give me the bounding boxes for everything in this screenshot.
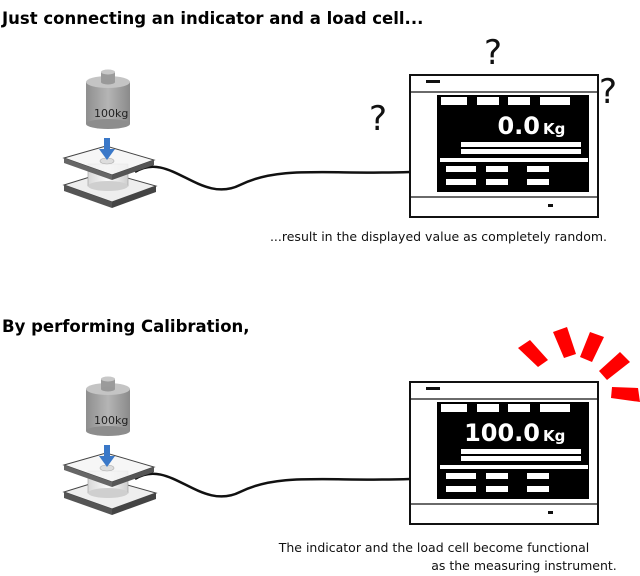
question-mark-icon: ? (599, 72, 617, 112)
display-value: 100.0 (464, 419, 540, 447)
indicator-device: 0.0 Kg (409, 74, 599, 218)
display-unit: Kg (543, 427, 565, 445)
display-value: 0.0 (497, 112, 540, 140)
weight-label: 100kg (94, 414, 128, 427)
section1-caption: ...result in the displayed value as comp… (270, 229, 607, 244)
section-calibrated: By performing Calibration, 100kg 100.0 K… (2, 317, 640, 573)
display-unit: Kg (543, 120, 565, 138)
section1-title: Just connecting an indicator and a load … (1, 9, 423, 28)
load-cell-icon (62, 144, 412, 210)
weight-icon: 100kg (86, 376, 130, 436)
question-mark-icon: ? (369, 99, 387, 139)
section2-title: By performing Calibration, (2, 317, 250, 336)
load-cell-icon (62, 451, 412, 517)
down-arrow-icon (99, 138, 115, 160)
success-burst-icon (518, 327, 640, 402)
section2-caption-line1: The indicator and the load cell become f… (278, 540, 590, 555)
weight-label: 100kg (94, 107, 128, 120)
indicator-device: 100.0 Kg (409, 381, 599, 525)
weight-icon: 100kg (86, 69, 130, 129)
question-mark-icon: ? (484, 33, 502, 73)
section2-caption-line2: as the measuring instrument. (431, 558, 617, 573)
down-arrow-icon (99, 445, 115, 467)
section-uncalibrated: Just connecting an indicator and a load … (1, 9, 617, 244)
